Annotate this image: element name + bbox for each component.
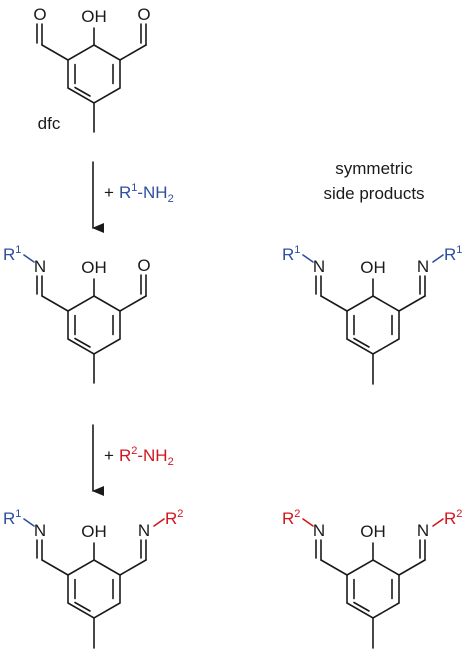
mono-imine-bonds <box>23 254 147 384</box>
side2-r-left-label: R2 <box>282 508 300 528</box>
side1-n-left-label: N <box>313 257 325 276</box>
side-product-r1: OH N N R1 R1 <box>282 244 462 385</box>
start-compound-bonds <box>36 23 147 133</box>
mono-o-right-label: O <box>137 256 150 275</box>
reagent-1: +R1-NH2 <box>104 182 174 205</box>
product-r-right-label: R2 <box>165 508 183 528</box>
side2-oh-label: OH <box>360 522 386 541</box>
side-product-r2: OH N N R2 R2 <box>282 508 462 649</box>
side1-r-right-label: R1 <box>444 244 462 264</box>
start-o-left-label: O <box>33 5 46 24</box>
product-r-left-label: R1 <box>3 508 21 528</box>
dfc-label: dfc <box>38 114 61 133</box>
side-products-title-line2: side products <box>323 184 424 203</box>
start-o-right-label: O <box>137 5 150 24</box>
side-products-title-line1: symmetric <box>335 159 413 178</box>
start-compound: OH O O dfc <box>33 5 150 133</box>
product-compound: OH N N R1 R2 <box>3 508 183 649</box>
product-n-left-label: N <box>34 521 46 540</box>
product-n-right-label: N <box>138 521 150 540</box>
mono-imine-compound: OH N O R1 <box>3 244 151 384</box>
product-oh-label: OH <box>81 522 107 541</box>
mono-n-left-label: N <box>34 257 46 276</box>
side2-n-left-label: N <box>313 521 325 540</box>
mono-oh-label: OH <box>81 258 107 277</box>
side1-n-right-label: N <box>417 257 429 276</box>
side-product-r1-bonds <box>302 254 444 385</box>
side1-r-left-label: R1 <box>282 244 300 264</box>
start-oh-label: OH <box>81 7 107 26</box>
side1-oh-label: OH <box>360 258 386 277</box>
side2-r-right-label: R2 <box>444 508 462 528</box>
mono-r-left-label: R1 <box>3 244 21 264</box>
side-product-r2-bonds <box>302 518 444 649</box>
product-bonds <box>23 518 165 649</box>
side2-n-right-label: N <box>417 521 429 540</box>
reagent-2: +R2-NH2 <box>104 445 174 468</box>
